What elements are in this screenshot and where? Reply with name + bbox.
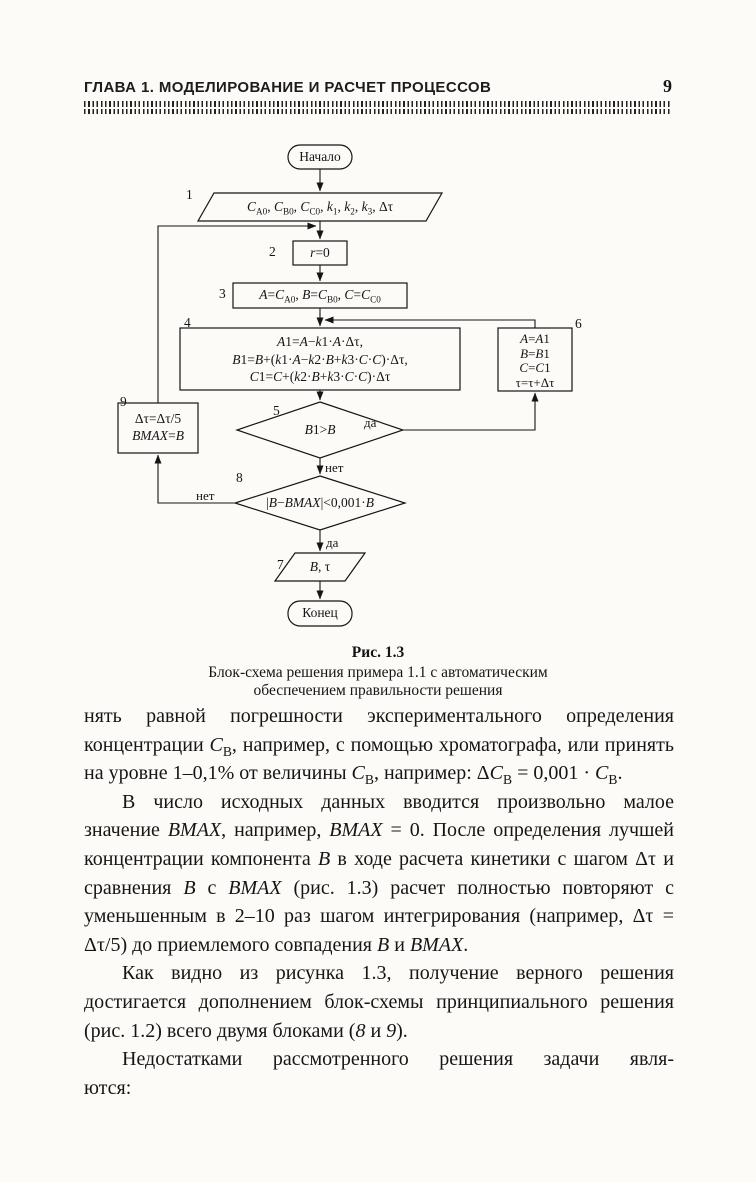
figure-caption: Рис. 1.3 Блок-схема решения примера 1.1 … (84, 644, 672, 700)
block-number-6: 6 (575, 316, 582, 331)
block9-text: Δτ=Δτ/5 BMAX=B (118, 411, 198, 444)
output-block-label: B, τ (309, 559, 331, 574)
header-divider (84, 101, 672, 114)
block-number-8: 8 (236, 470, 243, 485)
block4-line2: B1=B+(k1·A−k2·B+k3·C·C)·Δτ, (232, 351, 408, 367)
process-block-2 (292, 240, 348, 266)
flowchart-canvas (117, 144, 573, 627)
paragraph-1: нять равной погрешности экспериментально… (84, 705, 674, 788)
connector-block6-loop-back (324, 316, 536, 328)
decision5-yes-label: да (364, 415, 377, 430)
process-block-3 (232, 282, 408, 309)
connector-yes5-to-block6 (403, 392, 539, 431)
decision-block-8 (233, 475, 407, 531)
block-number-5: 5 (273, 403, 280, 418)
block4-line1: A1=A−k1·A·Δτ, (277, 334, 363, 349)
start-label: Начало (299, 149, 341, 164)
block9-line1: Δτ=Δτ/5 (134, 411, 182, 426)
decision8-no-label: нет (196, 488, 215, 503)
figure-caption-line2: обеспечением правильности решения (253, 682, 503, 699)
block6-line2: B=B1 (520, 345, 550, 361)
figure-caption-line1: Блок-схема решения примера 1.1 с автомат… (208, 664, 548, 681)
block3-label: A=CA0, B=CB0, C=CC0 (259, 287, 381, 305)
terminator-start (287, 144, 353, 170)
block6-line4: τ=τ+Δτ (515, 374, 555, 390)
process-block-6 (497, 327, 573, 392)
figure-caption-label: Рис. 1.3 (351, 644, 405, 661)
connector-block9-loop-back (157, 222, 317, 403)
decision8-label: |B−BMAX|<0,001·B (265, 495, 375, 510)
divider-tick-row (84, 109, 672, 114)
divider-tick-row (84, 101, 672, 107)
block-number-7: 7 (277, 557, 284, 572)
block4-text: A1=A−k1·A·Δτ, B1=B+(k1·A−k2·B+k3·C·C)·Δτ… (180, 333, 460, 386)
block6-text: A=A1 B=B1 C=C1 τ=τ+Δτ (498, 331, 572, 390)
io-output-block-7 (273, 552, 367, 582)
paragraph-2: В число исходных данных вводится произво… (84, 790, 674, 956)
block-number-2: 2 (269, 244, 276, 259)
io-input-block-1 (196, 192, 444, 222)
running-header: ГЛАВА 1. МОДЕЛИРОВАНИЕ И РАСЧЕТ ПРОЦЕССО… (84, 76, 672, 97)
decision-block-5 (235, 401, 405, 459)
body-text: нять равной погрешности экспериментально… (84, 702, 674, 1102)
block-number-3: 3 (219, 286, 226, 301)
block-number-4: 4 (184, 315, 191, 330)
block9-line2: BMAX=B (132, 427, 184, 443)
flowchart-figure: Начало CA0, CB0, CC0, k1, k2, k3, Δτ r=0… (88, 138, 648, 638)
block2-label: r=0 (310, 245, 330, 260)
paragraph-3: Как видно из рисунка 1.3, получение верн… (84, 962, 674, 1042)
block-number-1: 1 (186, 187, 193, 202)
connector-no8-to-block9 (154, 454, 235, 504)
block6-line3: C=C1 (519, 360, 551, 376)
chapter-title: ГЛАВА 1. МОДЕЛИРОВАНИЕ И РАСЧЕТ ПРОЦЕССО… (84, 79, 492, 96)
paragraph-4: Недостатками рассмотренного решения зада… (84, 1048, 674, 1099)
decision8-yes-label: да (326, 535, 339, 550)
block6-line1: A=A1 (520, 331, 550, 346)
block4-line3: C1=C+(k2·B+k3·C·C)·Δτ (249, 369, 391, 384)
end-label: Конец (302, 605, 338, 620)
process-block-4 (179, 327, 461, 391)
terminator-end (287, 600, 353, 627)
page-number: 9 (663, 76, 672, 96)
input-block-label: CA0, CB0, CC0, k1, k2, k3, Δτ (246, 199, 394, 217)
decision5-label: B1>B (304, 422, 336, 437)
decision5-no-label: нет (325, 460, 344, 475)
process-block-9 (117, 402, 199, 454)
block-number-9: 9 (120, 394, 127, 409)
